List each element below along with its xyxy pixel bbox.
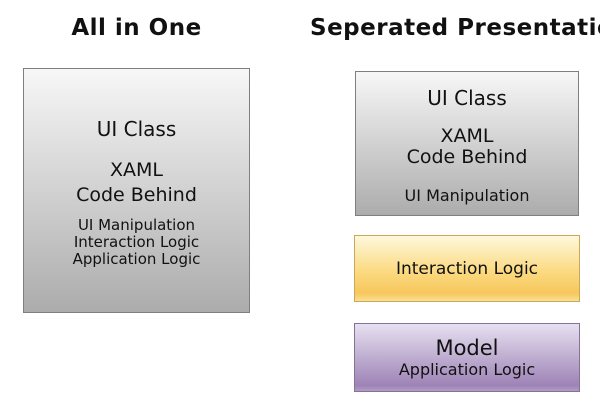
xaml-label: XAML xyxy=(110,159,163,181)
interaction-logic-label: Interaction Logic xyxy=(395,258,539,279)
left-column-title: All in One xyxy=(71,15,202,41)
model-label: Model xyxy=(435,336,499,360)
logic-details-group: UI Manipulation Interaction Logic Applic… xyxy=(24,217,249,268)
ui-manipulation-label: UI Manipulation xyxy=(404,186,530,205)
ui-manipulation-label: UI Manipulation xyxy=(77,216,196,234)
xaml-label: XAML xyxy=(440,125,494,147)
ui-class-label: UI Class xyxy=(427,86,507,110)
code-behind-label: Code Behind xyxy=(76,184,197,206)
all-in-one-box: UI Class XAML Code Behind UI Manipulatio… xyxy=(23,68,250,313)
ui-manipulation-group: UI Manipulation xyxy=(356,187,578,205)
ui-class-box: UI Class XAML Code Behind UI Manipulatio… xyxy=(355,71,579,216)
xaml-codebehind-group: XAML Code Behind xyxy=(356,126,578,168)
model-box: Model Application Logic xyxy=(354,323,580,392)
interaction-logic-box: Interaction Logic xyxy=(354,235,580,302)
application-logic-label: Application Logic xyxy=(72,250,201,268)
code-behind-label: Code Behind xyxy=(406,146,528,168)
xaml-codebehind-group: XAML Code Behind xyxy=(24,158,249,208)
interaction-logic-label: Interaction Logic xyxy=(73,233,200,251)
ui-class-label: UI Class xyxy=(96,117,177,141)
application-logic-label: Application Logic xyxy=(398,360,536,379)
right-column-title: Seperated Presentation xyxy=(310,15,600,41)
